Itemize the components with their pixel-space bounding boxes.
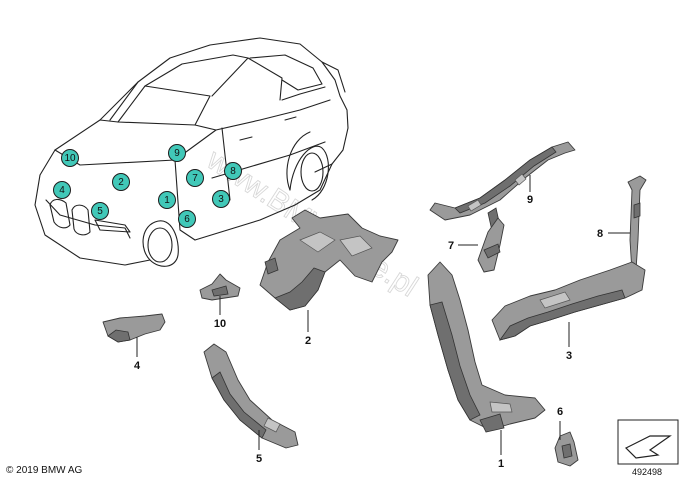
position-marker-6: 6 [178,210,196,228]
part-9-cable-duct [429,141,576,232]
part-label-1: 1 [498,458,504,470]
part-label-9: 9 [527,194,533,206]
orientation-icon [617,419,679,465]
image-number: 492498 [632,467,663,477]
marker-number: 1 [164,195,170,206]
marker-number: 9 [174,148,180,159]
position-marker-10: 10 [61,149,79,167]
marker-number: 3 [218,194,224,205]
leader-lines [136,175,630,455]
position-marker-8: 8 [224,162,242,180]
copyright-text: © 2019 BMW AG [6,465,83,476]
part-label-6: 6 [557,406,563,418]
part-7-bracket [477,217,505,273]
marker-number: 2 [118,177,124,188]
part-5-cable-duct [203,343,299,449]
position-marker-4: 4 [53,181,71,199]
position-marker-9: 9 [168,144,186,162]
marker-circle [224,162,242,180]
part-label-3: 3 [566,350,572,362]
marker-number: 7 [192,173,198,184]
marker-number: 8 [230,166,236,177]
marker-number: 6 [184,214,190,225]
part-label-8: 8 [597,228,603,240]
part-label-5: 5 [256,453,262,465]
position-marker-5: 5 [91,202,109,220]
part-1-cable-duct [427,261,546,433]
marker-circle [61,149,79,167]
part-label-4: 4 [134,360,141,372]
marker-circle [53,181,71,199]
marker-number: 10 [64,153,76,164]
marker-circle [178,210,196,228]
marker-number: 5 [97,206,103,217]
part-6-clip [554,431,579,467]
marker-circle [91,202,109,220]
part-labels: 9 7 8 10 2 4 3 6 5 1 [134,194,603,470]
marker-circle [158,191,176,209]
position-markers: 10 4 2 5 9 7 8 1 3 6 [53,144,242,228]
part-4-duct-elbow [102,313,166,343]
marker-number: 4 [59,185,65,196]
part-label-7: 7 [448,240,454,252]
part-10-clip [199,273,241,301]
part-8-bracket [627,175,647,273]
marker-circle [186,169,204,187]
position-marker-7: 7 [186,169,204,187]
marker-circle [112,173,130,191]
position-marker-2: 2 [112,173,130,191]
part-3-cable-duct [491,261,646,341]
position-marker-1: 1 [158,191,176,209]
marker-circle [212,190,230,208]
position-marker-3: 3 [212,190,230,208]
part-label-10: 10 [214,318,226,330]
part-label-2: 2 [305,335,311,347]
marker-circle [168,144,186,162]
part-2-cable-duct [259,209,399,311]
